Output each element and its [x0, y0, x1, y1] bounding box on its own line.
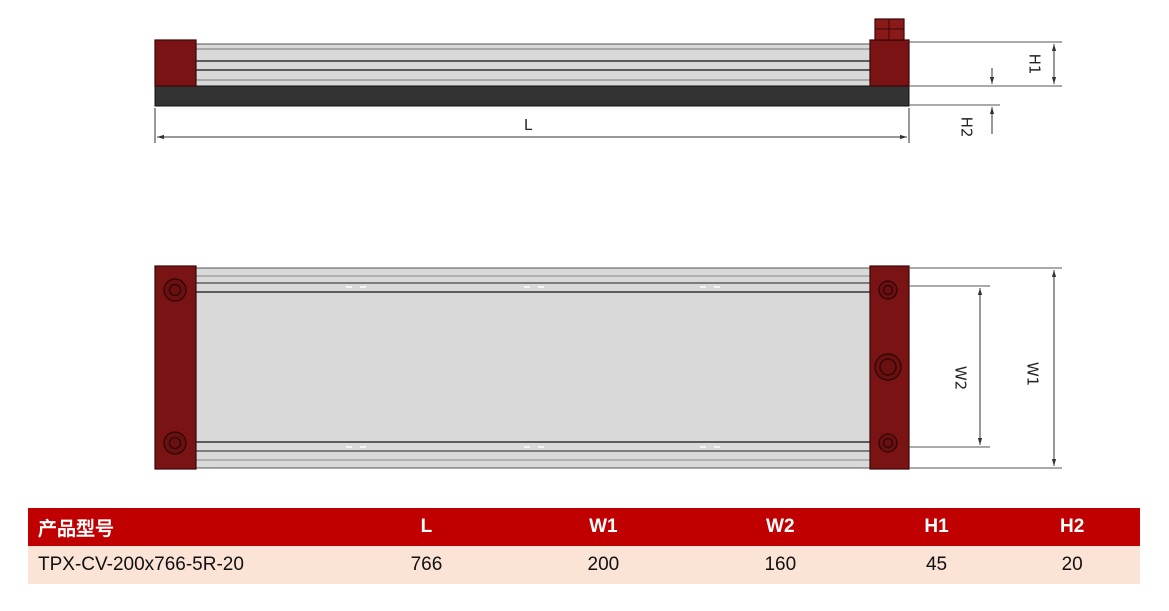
dimension-w1: W1 [909, 267, 1062, 469]
cell-h1: 45 [868, 546, 1005, 584]
header-w1: W1 [514, 508, 692, 546]
top-view-panel [195, 267, 871, 469]
cell-w2: 160 [691, 546, 869, 584]
side-view-left-end-cap [154, 39, 197, 87]
dimension-label-l: L [524, 116, 533, 134]
side-view-rail-body [195, 43, 871, 87]
header-l: L [338, 508, 515, 546]
spec-table: 产品型号 L W1 W2 H1 H2 TPX-CV-200x766-5R-20 … [28, 508, 1140, 584]
top-view [154, 265, 910, 470]
cell-w1: 200 [514, 546, 692, 584]
dimension-label-h1: H1 [1026, 54, 1044, 75]
mounting-hole [878, 280, 898, 300]
dimension-h2: H2 [909, 68, 1000, 137]
dimension-label-w1: W1 [1024, 362, 1042, 386]
mounting-hole [163, 278, 187, 302]
mounting-hole [163, 431, 187, 455]
cell-h2: 20 [1004, 546, 1140, 584]
dimension-h1: H1 [909, 41, 1062, 87]
table-row: TPX-CV-200x766-5R-20 766 200 160 45 20 [28, 546, 1140, 584]
dimension-l: L [154, 108, 910, 143]
cell-l: 766 [338, 546, 515, 584]
dimension-label-w2: W2 [952, 366, 970, 390]
dimension-label-h2: H2 [958, 117, 976, 138]
mounting-hole [878, 433, 898, 453]
header-model: 产品型号 [28, 508, 338, 546]
header-h2: H2 [1004, 508, 1140, 546]
header-h1: H1 [868, 508, 1005, 546]
side-view [154, 18, 910, 107]
side-view-base-plate [154, 85, 910, 107]
technical-drawing: L H1 H2 [154, 18, 1062, 470]
center-port [874, 353, 902, 381]
cell-model: TPX-CV-200x766-5R-20 [28, 546, 338, 584]
side-view-right-end-cap [869, 39, 910, 87]
spec-table-header-row: 产品型号 L W1 W2 H1 H2 [28, 508, 1140, 546]
dimension-w2: W2 [909, 285, 990, 448]
header-w2: W2 [691, 508, 869, 546]
